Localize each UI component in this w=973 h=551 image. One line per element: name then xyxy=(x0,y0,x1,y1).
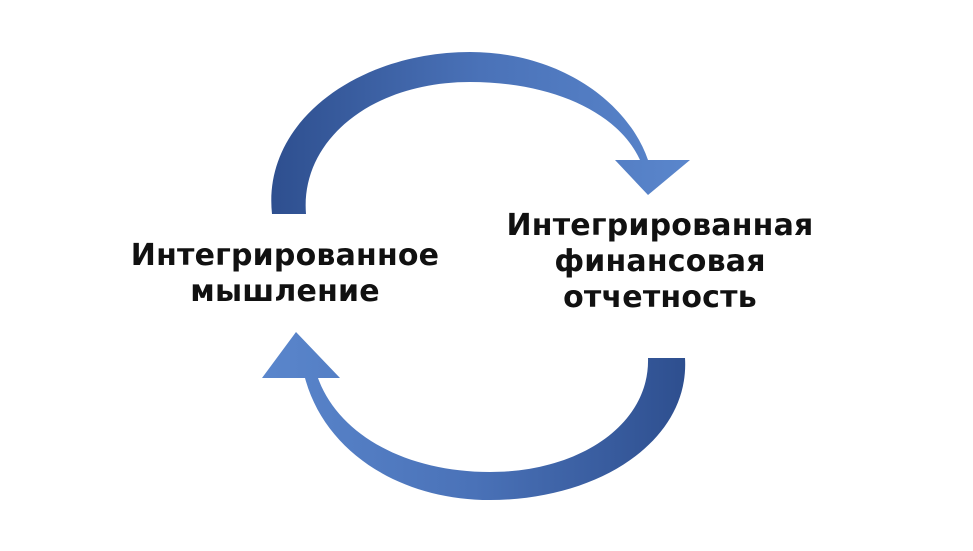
node-integrated-thinking: Интегрированное мышление xyxy=(120,238,450,310)
cycle-arrow-bottom-icon xyxy=(262,332,686,500)
cycle-arrow-top-icon xyxy=(271,52,690,214)
node-left-line-2: мышление xyxy=(190,274,380,309)
node-integrated-reporting: Интегрированная финансовая отчетность xyxy=(495,208,825,316)
node-left-line-1: Интегрированное xyxy=(130,238,440,273)
node-right-line-3: отчетность xyxy=(563,280,757,315)
node-right-line-1: Интегрированная xyxy=(506,208,814,243)
node-right-line-2: финансовая xyxy=(554,244,766,279)
